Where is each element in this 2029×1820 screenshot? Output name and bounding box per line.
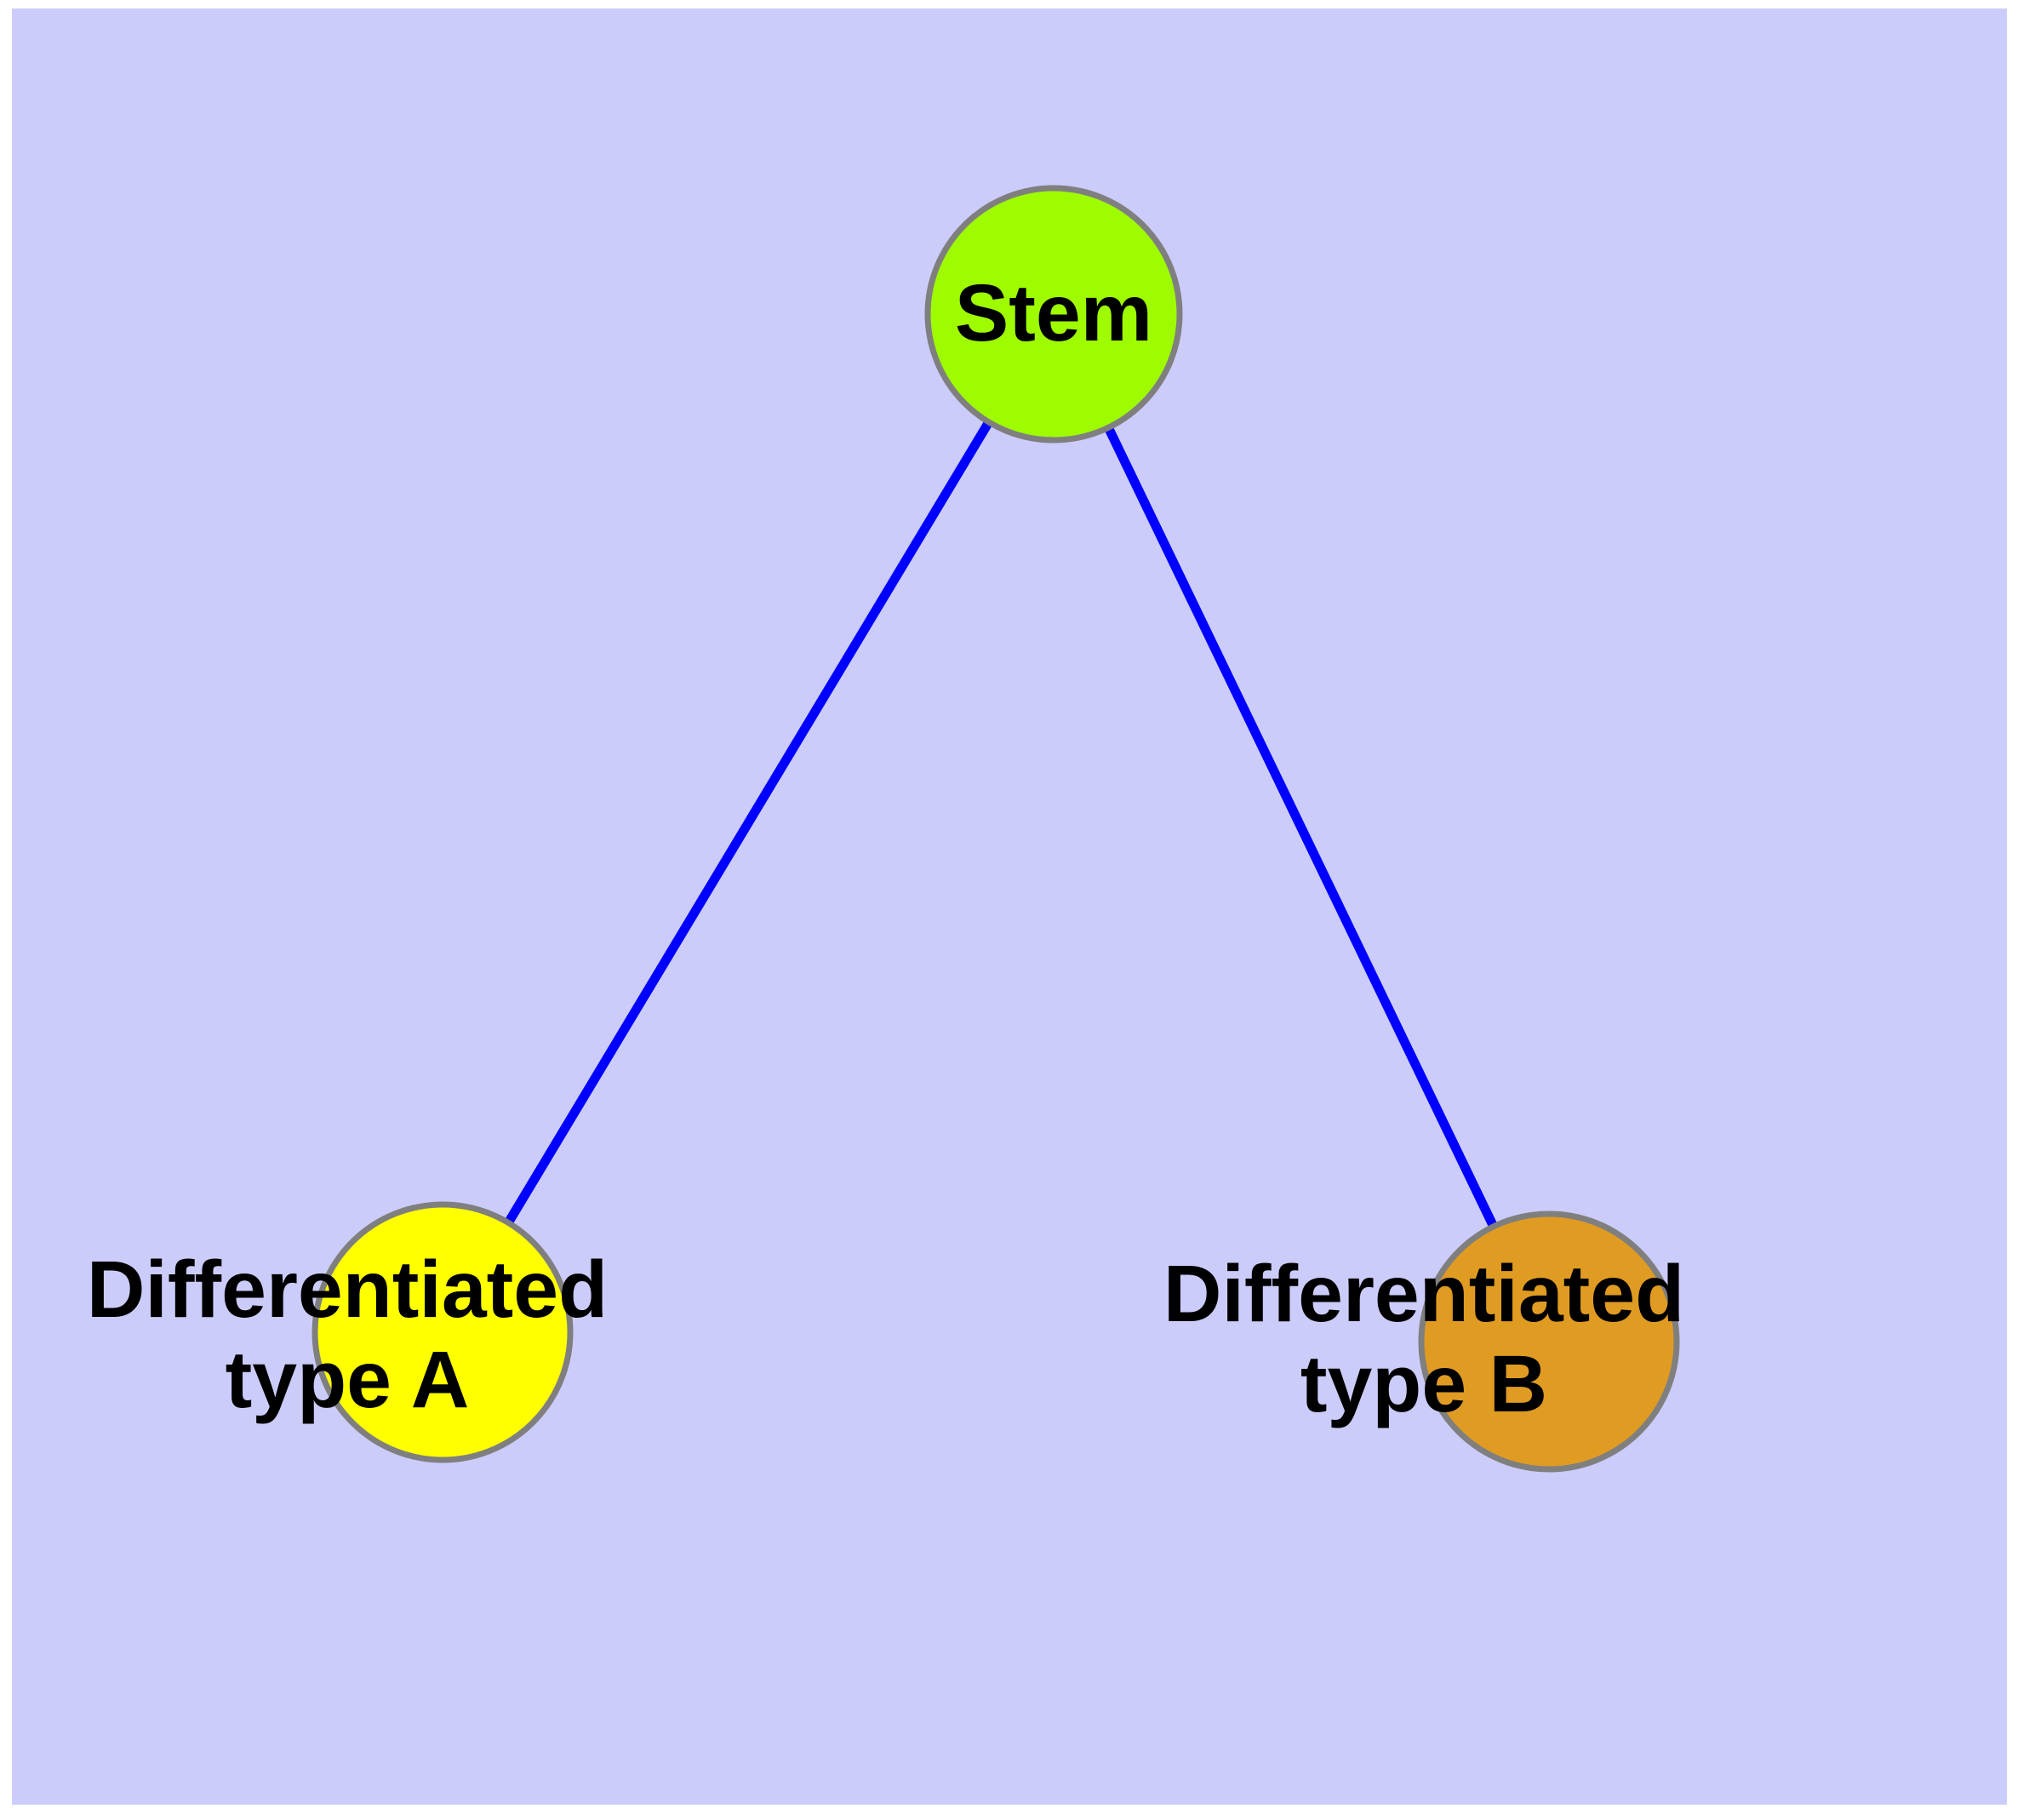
graph-node-stem[interactable] [924, 185, 1183, 444]
node-circle-diff-type-b[interactable] [1418, 1210, 1680, 1473]
node-label-stem: Stem [955, 268, 1152, 358]
graph-edge-stem-to-b[interactable] [1049, 312, 1553, 1344]
node-circle-diff-type-a[interactable] [311, 1201, 574, 1463]
node-circle-stem[interactable] [924, 185, 1183, 444]
edge-layer [438, 312, 1553, 1344]
node-layer [311, 185, 1680, 1473]
graph-edge-stem-to-a[interactable] [438, 312, 1058, 1335]
node-label-line: type B [1300, 1339, 1547, 1429]
node-label-line: type A [226, 1335, 470, 1425]
node-label-line: Differentiated [87, 1245, 608, 1335]
graph-node-diff-type-a[interactable] [311, 1201, 574, 1463]
node-label-line: Stem [955, 268, 1152, 358]
node-label-line: Differentiated [1163, 1249, 1684, 1339]
graph-node-diff-type-b[interactable] [1418, 1210, 1680, 1473]
